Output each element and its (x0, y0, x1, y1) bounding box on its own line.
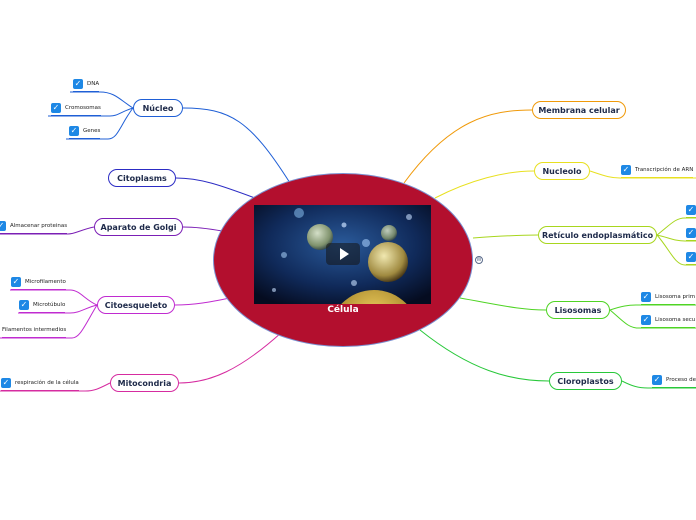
topic-label: Aparato de Golgi (100, 222, 177, 232)
topic-label: Nucleolo (542, 166, 582, 176)
checkbox-icon[interactable]: ✓ (51, 103, 61, 113)
topic-membrana[interactable]: Membrana celular (532, 101, 626, 119)
leaf-label: Transcripción de ARN (635, 167, 694, 173)
leaf-microfilamento[interactable]: ✓ Microfilamento (11, 276, 66, 290)
leaf-reticulo-3[interactable]: ✓ (686, 251, 696, 265)
leaf-filamentos-intermedios[interactable]: Filamentos intermedios (2, 324, 67, 338)
leaf-label: Almacenar proteinas (10, 223, 68, 229)
checkbox-icon[interactable]: ✓ (11, 277, 21, 287)
topic-label: Núcleo (142, 103, 174, 113)
leaf-lisosoma-secundario[interactable]: ✓ Lisosoma secu (641, 314, 696, 328)
topic-citoesqueleto[interactable]: Citoesqueleto (97, 296, 175, 314)
leaf-label: Lisosoma prim (655, 294, 696, 300)
leaf-label: Proceso de (666, 377, 696, 383)
play-icon[interactable] (326, 243, 360, 265)
topic-nucleolo[interactable]: Nucleolo (534, 162, 590, 180)
topic-mitocondria[interactable]: Mitocondria (110, 374, 179, 392)
central-topic-label: Célula (327, 305, 359, 315)
topic-nucleo[interactable]: Núcleo (133, 99, 183, 117)
checkbox-icon[interactable]: ✓ (686, 205, 696, 215)
leaf-respiracion[interactable]: ✓ respiración de la célula (1, 377, 79, 391)
leaf-cromosomas[interactable]: ✓ Cromosomas (51, 102, 101, 116)
checkbox-icon[interactable]: ✓ (641, 315, 651, 325)
leaf-lisosoma-primario[interactable]: ✓ Lisosoma prim (641, 291, 696, 305)
leaf-label: Lisosoma secu (655, 317, 696, 323)
leaf-reticulo-2[interactable]: ✓ (686, 227, 696, 241)
leaf-transcripcion-arn[interactable]: ✓ Transcripción de ARN (621, 164, 694, 178)
topic-label: Citoplasms (117, 173, 167, 183)
cell-image (254, 205, 431, 304)
topic-label: Lisosomas (554, 305, 602, 315)
leaf-label: Genes (83, 128, 101, 134)
leaf-label: DNA (87, 81, 100, 87)
leaf-genes[interactable]: ✓ Genes (69, 125, 101, 139)
topic-citoplasma[interactable]: Citoplasms (108, 169, 176, 187)
checkbox-icon[interactable]: ✓ (641, 292, 651, 302)
checkbox-icon[interactable]: ✓ (621, 165, 631, 175)
wordpress-icon[interactable]: W (475, 256, 483, 264)
topic-label: Mitocondria (117, 378, 172, 388)
leaf-microtubulo[interactable]: ✓ Microtúbulo (19, 299, 66, 313)
leaf-reticulo-1[interactable]: ✓ (686, 204, 696, 218)
leaf-label: Microfilamento (25, 279, 66, 285)
checkbox-icon[interactable]: ✓ (652, 375, 662, 385)
topic-golgi[interactable]: Aparato de Golgi (94, 218, 183, 236)
checkbox-icon[interactable]: ✓ (0, 221, 6, 231)
topic-cloroplastos[interactable]: Cloroplastos (549, 372, 622, 390)
topic-reticulo[interactable]: Retículo endoplasmático (538, 226, 657, 244)
topic-label: Citoesqueleto (104, 300, 168, 310)
checkbox-icon[interactable]: ✓ (73, 79, 83, 89)
leaf-almacenar-proteinas[interactable]: ✓ Almacenar proteinas (0, 220, 68, 234)
checkbox-icon[interactable]: ✓ (69, 126, 79, 136)
topic-lisosomas[interactable]: Lisosomas (546, 301, 610, 319)
topic-label: Membrana celular (538, 105, 620, 115)
leaf-proceso[interactable]: ✓ Proceso de (652, 374, 696, 388)
checkbox-icon[interactable]: ✓ (19, 300, 29, 310)
checkbox-icon[interactable]: ✓ (686, 252, 696, 262)
topic-label: Cloroplastos (557, 376, 614, 386)
checkbox-icon[interactable]: ✓ (1, 378, 11, 388)
leaf-label: respiración de la célula (15, 380, 79, 386)
leaf-label: Microtúbulo (33, 302, 66, 308)
topic-label: Retículo endoplasmático (541, 230, 654, 240)
leaf-dna[interactable]: ✓ DNA (73, 78, 100, 92)
leaf-label: Cromosomas (65, 105, 101, 111)
leaf-label: Filamentos intermedios (2, 327, 67, 333)
checkbox-icon[interactable]: ✓ (686, 228, 696, 238)
